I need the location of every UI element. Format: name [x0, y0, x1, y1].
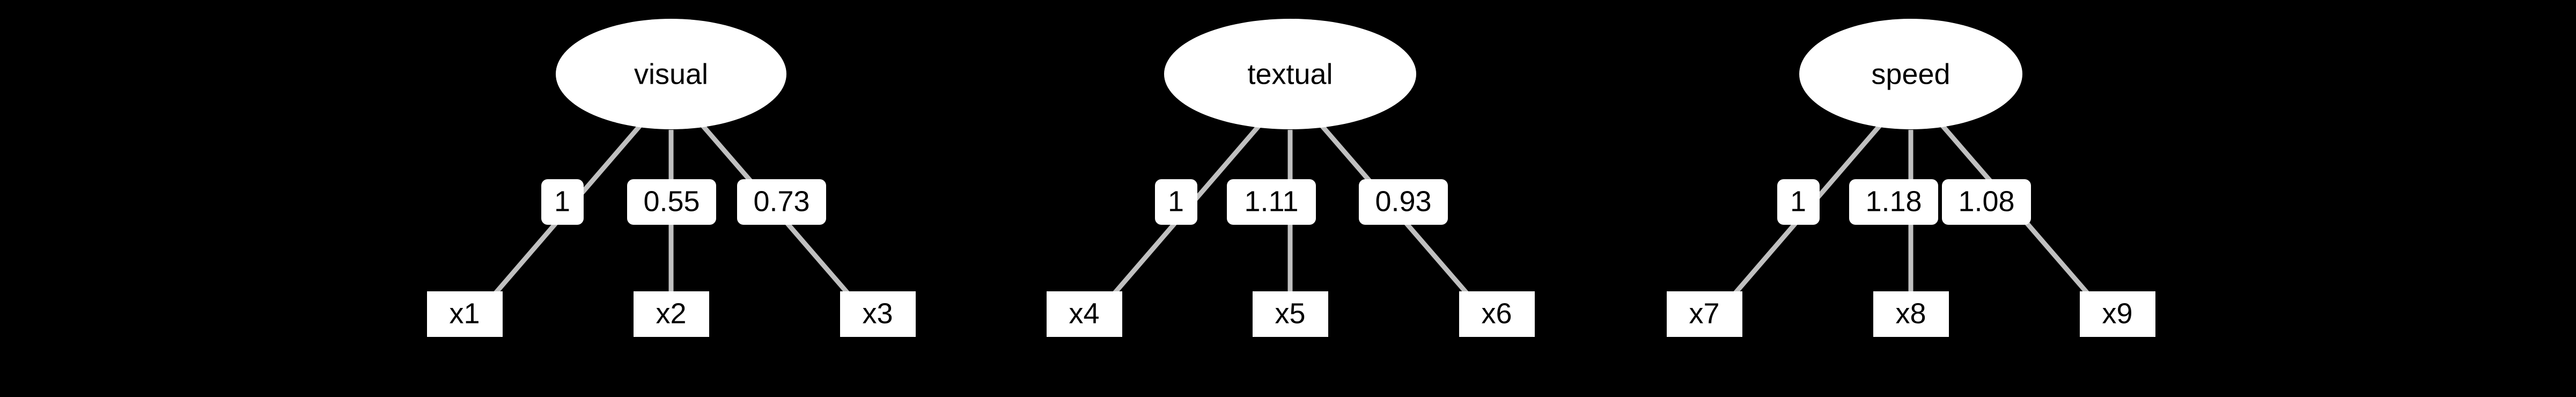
latent-node-speed[interactable]: speed [1799, 19, 2022, 129]
observed-box [840, 291, 916, 337]
observed-box [1253, 291, 1328, 337]
observed-node-x3[interactable]: x3 [840, 291, 916, 337]
observed-node-x9[interactable]: x9 [2080, 291, 2155, 337]
observed-label: x6 [1481, 297, 1512, 329]
edge-label-text: 1.18 [1865, 185, 1922, 217]
observed-node-x4[interactable]: x4 [1047, 291, 1122, 337]
edge-label-text: 1.11 [1244, 185, 1298, 217]
edge-label-text: 1 [1168, 185, 1184, 217]
observed-box [1459, 291, 1535, 337]
observed-node-x1[interactable]: x1 [427, 291, 503, 337]
edge-label-box [1849, 179, 1938, 225]
edge-label-text: 1.08 [1958, 185, 2014, 217]
edge-label-speed-x8[interactable]: 1.18 [1849, 179, 1938, 225]
observed-label: x3 [862, 297, 893, 329]
edge-label-box [1359, 179, 1448, 225]
observed-box [427, 291, 503, 337]
observed-label: x4 [1069, 297, 1099, 329]
factor-group-speed: speed 1 1.18 1.08 x7 x8 [1667, 19, 2155, 337]
edge-label-visual-x2[interactable]: 0.55 [627, 179, 716, 225]
latent-label: visual [634, 58, 708, 90]
latent-ellipse [1164, 19, 1416, 129]
observed-label: x8 [1895, 297, 1926, 329]
edge-label-textual-x6[interactable]: 0.93 [1359, 179, 1448, 225]
latent-node-textual[interactable]: textual [1164, 19, 1416, 129]
edge-label-textual-x4[interactable]: 1 [1155, 179, 1197, 225]
edge-label-visual-x1[interactable]: 1 [541, 179, 584, 225]
factor-group-visual: visual 1 0.55 0.73 x1 x2 [427, 19, 916, 337]
edge-label-box [1227, 179, 1316, 225]
edge-label-box [541, 179, 584, 225]
observed-label: x1 [449, 297, 480, 329]
edge-label-text: 0.73 [753, 185, 809, 217]
observed-node-x2[interactable]: x2 [634, 291, 709, 337]
latent-label: speed [1871, 58, 1950, 90]
observed-box [1667, 291, 1742, 337]
observed-label: x9 [2102, 297, 2132, 329]
observed-node-x6[interactable]: x6 [1459, 291, 1535, 337]
latent-node-visual[interactable]: visual [556, 19, 786, 129]
edge-label-speed-x9[interactable]: 1.08 [1942, 179, 2031, 225]
edge-label-text: 1 [1790, 185, 1806, 217]
edge-label-text: 0.93 [1375, 185, 1431, 217]
observed-label: x7 [1689, 297, 1719, 329]
latent-label: textual [1247, 58, 1333, 90]
observed-label: x5 [1275, 297, 1305, 329]
factor-group-textual: textual 1 1.11 0.93 x4 x5 [1047, 19, 1535, 337]
edge-label-box [1155, 179, 1197, 225]
observed-node-x8[interactable]: x8 [1873, 291, 1949, 337]
observed-box [634, 291, 709, 337]
observed-label: x2 [656, 297, 686, 329]
observed-node-x7[interactable]: x7 [1667, 291, 1742, 337]
edge-label-text: 1 [554, 185, 570, 217]
edge-label-textual-x5[interactable]: 1.11 [1227, 179, 1316, 225]
observed-node-x5[interactable]: x5 [1253, 291, 1328, 337]
edge-label-box [737, 179, 826, 225]
observed-box [1873, 291, 1949, 337]
latent-ellipse [1799, 19, 2022, 129]
observed-box [2080, 291, 2155, 337]
edge-label-text: 0.55 [643, 185, 700, 217]
edge-label-box [1777, 179, 1820, 225]
edge-label-visual-x3[interactable]: 0.73 [737, 179, 826, 225]
edge-label-box [627, 179, 716, 225]
edge-label-speed-x7[interactable]: 1 [1777, 179, 1820, 225]
latent-ellipse [556, 19, 786, 129]
observed-box [1047, 291, 1122, 337]
edge-label-box [1942, 179, 2031, 225]
